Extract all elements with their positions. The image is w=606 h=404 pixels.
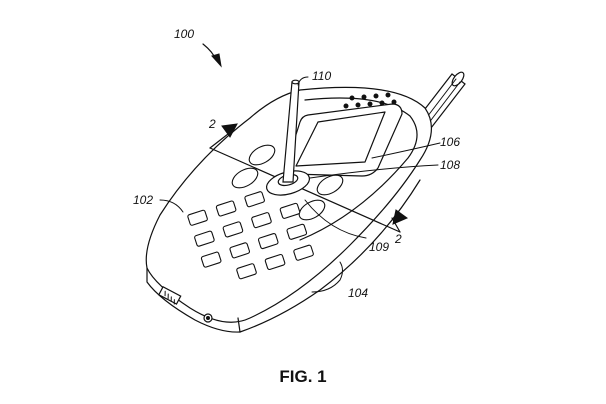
device-arrow bbox=[202, 43, 222, 68]
ref-base: 109 bbox=[369, 240, 390, 254]
ref-stick: 110 bbox=[312, 69, 332, 83]
ref-device: 100 bbox=[174, 27, 195, 41]
speaker-holes bbox=[343, 92, 397, 109]
bottom-connector bbox=[158, 285, 213, 323]
ref-housing: 102 bbox=[133, 193, 154, 207]
ref-side: 104 bbox=[348, 286, 369, 300]
ref-section-top: 2 bbox=[209, 117, 216, 131]
ref-pivot: 108 bbox=[440, 158, 461, 172]
antenna bbox=[417, 71, 466, 129]
ref-display: 106 bbox=[440, 135, 461, 149]
ref-section-bottom: 2 bbox=[395, 232, 402, 246]
keypad bbox=[187, 191, 314, 280]
figure-caption: FIG. 1 bbox=[279, 367, 327, 386]
section-line bbox=[209, 123, 409, 233]
leader-lines bbox=[159, 76, 441, 293]
